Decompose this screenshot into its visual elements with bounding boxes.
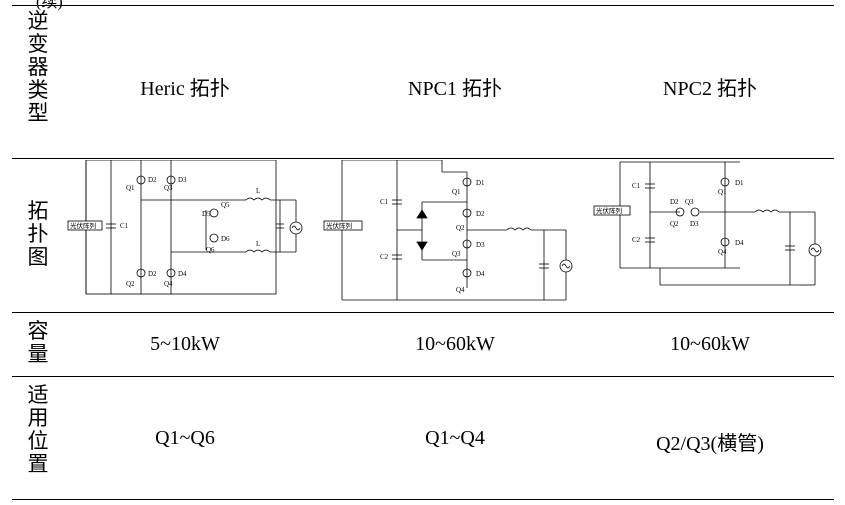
svg-text:C1: C1 (120, 222, 129, 230)
svg-text:Q3: Q3 (685, 198, 694, 206)
svg-text:D3: D3 (178, 176, 187, 184)
svg-text:D1: D1 (476, 179, 485, 187)
svg-text:D3: D3 (690, 220, 699, 228)
svg-text:D2: D2 (670, 198, 679, 206)
cell-heric-capacity: 5~10kW (150, 333, 220, 355)
svg-text:Q2: Q2 (126, 280, 135, 288)
row-divider (12, 158, 834, 159)
table-top-rule (12, 5, 834, 6)
cell-npc1-capacity: 10~60kW (415, 333, 495, 355)
svg-text:D2: D2 (476, 210, 485, 218)
svg-text:D4: D4 (735, 239, 744, 247)
svg-text:Q4: Q4 (456, 286, 465, 294)
svg-text:Q1: Q1 (126, 184, 135, 192)
svg-text:Q2: Q2 (456, 224, 465, 232)
pv-array-label: 光伏阵列 (326, 221, 352, 230)
svg-text:C2: C2 (632, 236, 641, 244)
svg-text:Q1: Q1 (718, 188, 727, 196)
svg-text:D1: D1 (735, 179, 744, 187)
pv-array-label: 光伏阵列 (70, 221, 96, 230)
svg-text:Q6: Q6 (206, 246, 215, 254)
svg-text:D6: D6 (221, 235, 230, 243)
cell-heric-position: Q1~Q6 (155, 427, 215, 449)
svg-text:D2: D2 (148, 176, 157, 184)
svg-text:D2: D2 (148, 270, 157, 278)
svg-text:Q4: Q4 (718, 248, 727, 256)
svg-text:Q2: Q2 (670, 220, 679, 228)
row-divider (12, 312, 834, 313)
svg-text:C2: C2 (380, 253, 389, 261)
svg-text:Q3: Q3 (452, 250, 461, 258)
svg-text:D4: D4 (476, 270, 485, 278)
row-header-capacity: 容量 (27, 319, 49, 366)
svg-text:Q4: Q4 (164, 280, 173, 288)
svg-text:C1: C1 (380, 198, 389, 206)
row-header-topology: 拓扑图 (27, 199, 49, 269)
svg-text:Q5: Q5 (221, 201, 230, 209)
svg-text:L: L (256, 240, 260, 248)
cell-npc1-position: Q1~Q4 (425, 427, 485, 449)
table-bottom-rule (12, 499, 834, 500)
cell-npc2-position: Q2/Q3(横管) (656, 433, 764, 455)
svg-text:Q3: Q3 (164, 184, 173, 192)
row-header-inverter-type: 逆变器类型 (27, 9, 49, 125)
cell-npc2-type: NPC2 拓扑 (663, 78, 757, 100)
pv-array-label: 光伏阵列 (596, 206, 622, 215)
cell-npc1-type: NPC1 拓扑 (408, 78, 502, 100)
row-header-applicable-position: 适用位置 (27, 383, 49, 476)
cell-npc2-capacity: 10~60kW (670, 333, 750, 355)
svg-text:D4: D4 (178, 270, 187, 278)
svg-text:Q1: Q1 (452, 188, 461, 196)
svg-text:L: L (256, 187, 260, 195)
row-divider (12, 376, 834, 377)
svg-text:D5: D5 (202, 210, 211, 218)
svg-text:D3: D3 (476, 241, 485, 249)
svg-text:C1: C1 (632, 182, 641, 190)
cell-heric-type: Heric 拓扑 (140, 78, 230, 100)
